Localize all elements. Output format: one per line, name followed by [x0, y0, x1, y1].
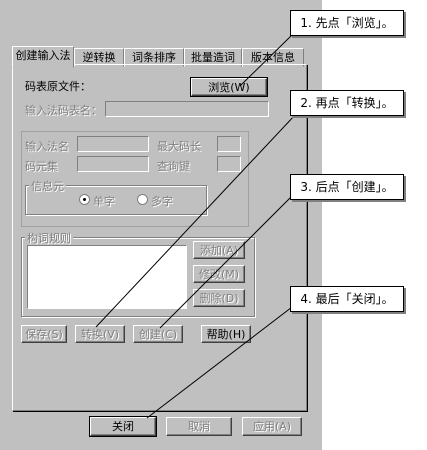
word-rules-list[interactable]: [27, 245, 187, 309]
info-element-title: 信息元: [29, 178, 66, 194]
save-button[interactable]: 保存(S): [21, 325, 67, 343]
callout-step-4: 4. 最后「关闭」。: [290, 286, 404, 312]
multi-radio[interactable]: [137, 194, 148, 205]
code-file-label: 码表原文件：: [25, 80, 91, 93]
delete-rule-button[interactable]: 删除(D): [193, 289, 245, 307]
single-option-label: 单字: [93, 195, 115, 208]
code-elements-label: 码元集: [25, 160, 58, 173]
single-radio[interactable]: [79, 194, 90, 205]
leader-line-browse: [239, 33, 294, 87]
tab-reverse-convert[interactable]: 逆转换: [74, 48, 124, 67]
browse-button[interactable]: 浏览(W): [190, 77, 268, 97]
ime-file-field[interactable]: [105, 101, 269, 117]
ime-file-label: 输入法码表名：: [25, 104, 102, 117]
parameter-group: [21, 131, 249, 227]
word-rules-title: 构词规则: [25, 230, 73, 246]
cancel-button[interactable]: 取消: [166, 417, 232, 436]
close-button[interactable]: 关闭: [89, 416, 157, 437]
tab-batch-words[interactable]: 批量造词: [184, 48, 242, 67]
callout-step-3: 3. 后点「创建」。: [290, 174, 404, 200]
leader-line-build: [159, 195, 293, 329]
code-elements-field[interactable]: [77, 156, 149, 172]
max-code-field[interactable]: [217, 136, 241, 152]
multi-option-label: 多字: [151, 195, 173, 208]
modify-rule-button[interactable]: 修改(M): [193, 265, 245, 283]
tab-entry-sort[interactable]: 词条排序: [124, 48, 184, 67]
ime-generator-dialog: 创建输入法 逆转换 词条排序 批量造词 版本信息 码表原文件： 浏览(W) 输入…: [0, 0, 322, 450]
callout-step-1: 1. 先点「浏览」。: [290, 10, 404, 36]
wildcard-label: 查询键: [157, 160, 190, 173]
word-rules-group: [21, 237, 255, 317]
convert-button[interactable]: 转换(V): [75, 325, 125, 343]
max-code-label: 最大码长: [157, 140, 201, 153]
ime-name-field[interactable]: [77, 136, 149, 152]
build-button[interactable]: 创建(C): [133, 325, 183, 343]
wildcard-field[interactable]: [217, 156, 241, 172]
radio-selected-dot: [83, 198, 86, 201]
callout-step-2: 2. 再点「转换」。: [290, 90, 404, 116]
leader-line-close: [146, 303, 297, 419]
tab-version-info[interactable]: 版本信息: [242, 48, 304, 67]
tab-strip: 创建输入法 逆转换 词条排序 批量造词 版本信息: [12, 46, 322, 68]
tab-create-ime[interactable]: 创建输入法: [12, 46, 74, 68]
tab-panel-create-ime: 码表原文件： 浏览(W) 输入法码表名： 输入法名 最大码长 码元集 查询键 信…: [12, 64, 307, 411]
add-rule-button[interactable]: 添加(A): [193, 241, 245, 259]
ime-name-label: 输入法名: [25, 140, 69, 153]
info-element-group: [25, 185, 207, 215]
apply-button[interactable]: 应用(A): [242, 417, 302, 436]
leader-line-convert: [95, 113, 297, 328]
help-button[interactable]: 帮助(H): [201, 325, 251, 343]
